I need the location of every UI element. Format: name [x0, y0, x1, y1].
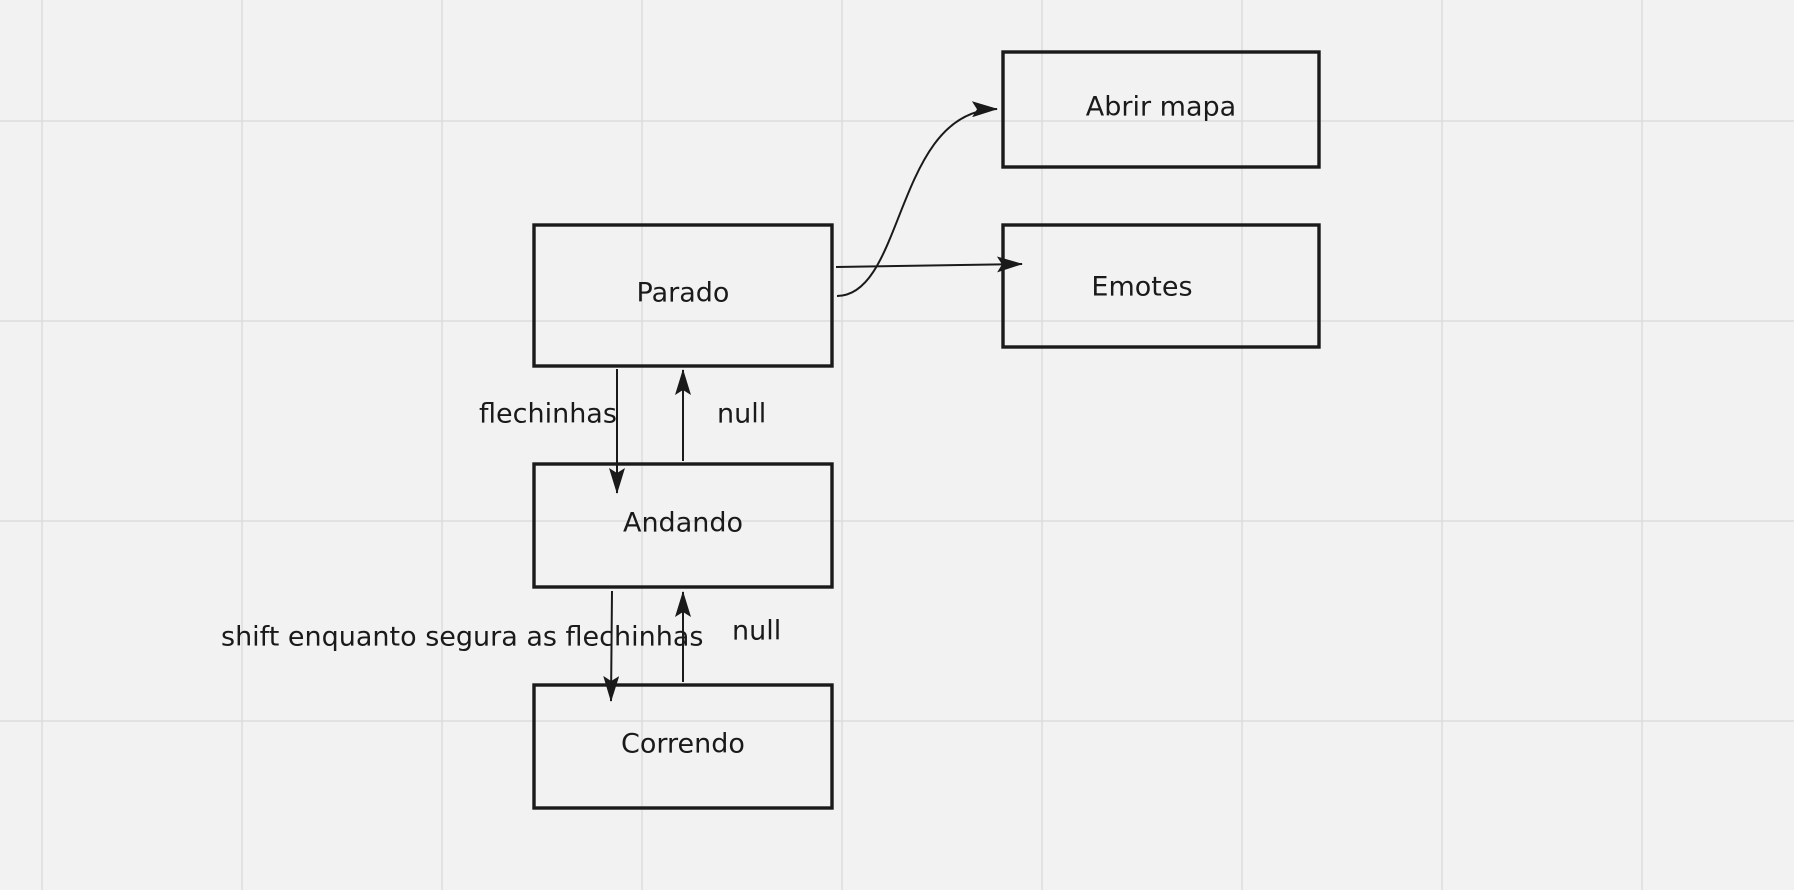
edge-label-null-parado: null	[717, 399, 766, 430]
edge-label-flechinhas: flechinhas	[479, 399, 617, 430]
node-andando-label: Andando	[623, 508, 743, 539]
node-parado[interactable]: Parado	[532, 223, 834, 368]
edges	[603, 101, 1023, 702]
node-emotes-label: Emotes	[1091, 272, 1192, 303]
node-parado-label: Parado	[637, 278, 730, 309]
edge-label-null-andando: null	[732, 616, 781, 647]
edge-parado-to-abrir-mapa[interactable]	[836, 101, 998, 297]
node-correndo[interactable]: Correndo	[532, 683, 834, 810]
edge-label-shift: shift enquanto segura as flechinhas	[221, 622, 703, 653]
edge-parado-to-emotes[interactable]	[835, 256, 1023, 273]
edge-andando-to-correndo[interactable]	[603, 590, 620, 702]
node-emotes[interactable]: Emotes	[1001, 223, 1321, 349]
node-abrir-mapa-label: Abrir mapa	[1086, 92, 1236, 123]
node-andando[interactable]: Andando	[532, 462, 834, 589]
node-abrir-mapa[interactable]: Abrir mapa	[1001, 50, 1321, 169]
node-correndo-label: Correndo	[621, 729, 745, 760]
